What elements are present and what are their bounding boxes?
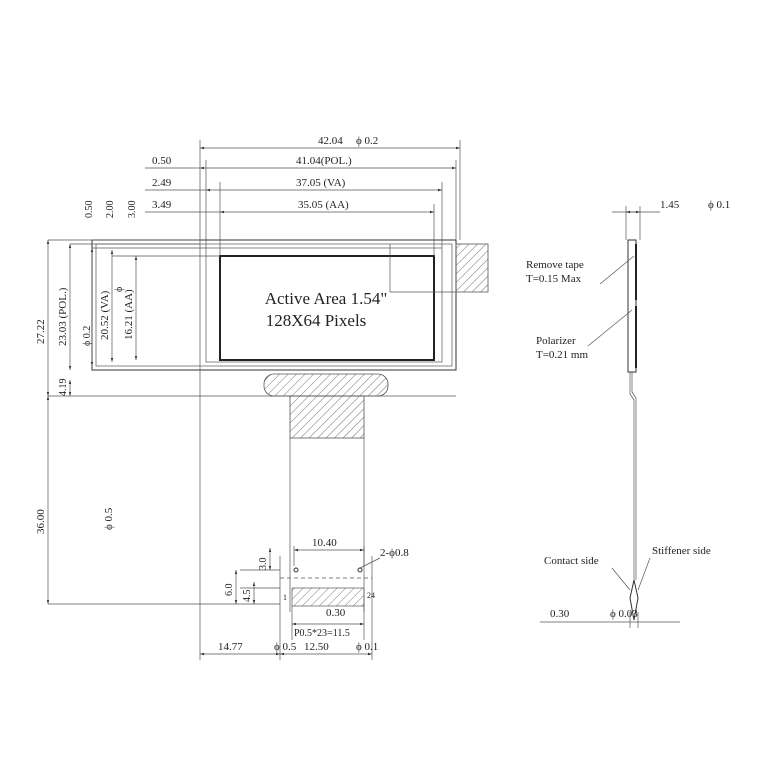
side-thickness: 1.45 bbox=[660, 199, 680, 211]
fpc-hole-left bbox=[293, 567, 299, 573]
dim-fpc-h3: 4.5 bbox=[242, 590, 253, 603]
pin-first: 1 bbox=[283, 593, 287, 602]
active-area-outline bbox=[219, 255, 435, 361]
tape-hatch bbox=[455, 243, 489, 293]
dim-fpc-h1: 3.0 bbox=[258, 558, 269, 571]
top-dimensions: 42.04 ϕ 0.2 41.04(POL.) 37.05 (VA) 35.05… bbox=[145, 135, 461, 370]
side-tape-thick: T=0.15 Max bbox=[526, 273, 582, 285]
left-dimensions: 0.50 2.00 3.00 27.22 23.03 (POL.) ϕ 0.2 … bbox=[35, 201, 280, 605]
dim-fpc-width2-tol: ϕ 0.1 bbox=[356, 641, 378, 653]
side-tape-label: Remove tape bbox=[526, 259, 584, 271]
dim-va-height: 20.52 (VA) bbox=[99, 290, 111, 340]
dim-fpc-left-tol: ϕ 0.5 bbox=[274, 641, 297, 653]
dim-height-tol-b: ϕ bbox=[114, 287, 125, 292]
viewing-area-outline bbox=[205, 247, 443, 363]
dim-total-height: 27.22 bbox=[35, 319, 47, 344]
dim-fpc-length-tol: ϕ 0.5 bbox=[103, 507, 115, 530]
dim-fpc-pitch: P0.5*23=11.5 bbox=[294, 628, 350, 639]
dim-pol-width: 41.04(POL.) bbox=[296, 155, 352, 167]
side-stiffener-label: Stiffener side bbox=[652, 545, 711, 557]
dim-total-width: 42.04 bbox=[318, 135, 343, 147]
side-polarizer-label: Polarizer bbox=[536, 335, 576, 347]
fpc-dimensions: 10.40 2-ϕ0.8 3.0 6.0 4.5 0.30 P0.5*23=11… bbox=[199, 370, 409, 660]
dim-left-off-aa: 3.00 bbox=[127, 201, 138, 219]
side-thickness-tol: ϕ 0.1 bbox=[708, 199, 730, 211]
side-contact-label: Contact side bbox=[544, 555, 599, 567]
dim-left-off-pol: 0.50 bbox=[84, 201, 95, 219]
front-view: Active Area 1.54" 128X64 Pixels 1 24 bbox=[91, 239, 489, 612]
fpc-neck bbox=[263, 373, 389, 397]
dim-fpc-holes: 2-ϕ0.8 bbox=[380, 547, 409, 559]
pin-last: 24 bbox=[367, 591, 375, 600]
fpc-pins bbox=[291, 587, 365, 607]
side-bottom-dim: 0.30 bbox=[550, 608, 570, 620]
dim-off-aa: 3.49 bbox=[152, 199, 172, 211]
dim-off-pol: 0.50 bbox=[152, 155, 172, 167]
side-view: 1.45 ϕ 0.1 Remove tape T=0.15 Max Polari… bbox=[526, 199, 730, 628]
dim-fpc-thick: 0.30 bbox=[326, 607, 346, 619]
dim-off-va: 2.49 bbox=[152, 177, 172, 189]
dim-total-width-tol: ϕ 0.2 bbox=[356, 135, 378, 147]
dim-aa-width: 35.05 (AA) bbox=[298, 199, 349, 211]
side-polarizer-thick: T=0.21 mm bbox=[536, 349, 588, 361]
dim-fpc-width: 10.40 bbox=[312, 537, 337, 549]
dim-fpc-h2: 6.0 bbox=[224, 584, 235, 597]
active-area-pixels: 128X64 Pixels bbox=[266, 311, 367, 330]
dim-aa-height: 16.21 (AA) bbox=[123, 289, 135, 340]
dim-fpc-left-offset: 14.77 bbox=[218, 641, 243, 653]
side-bottom-tol: ϕ 0.03 bbox=[610, 608, 638, 620]
fpc-hole-right bbox=[357, 567, 363, 573]
active-area-title: Active Area 1.54" bbox=[265, 289, 388, 308]
dim-tail: 4.19 bbox=[58, 379, 69, 397]
dim-fpc-width2: 12.50 bbox=[304, 641, 329, 653]
dim-va-width: 37.05 (VA) bbox=[296, 177, 346, 189]
polarizer-outline bbox=[95, 243, 453, 367]
dim-pol-height: 23.03 (POL.) bbox=[57, 287, 69, 346]
dim-fpc-length: 36.00 bbox=[35, 509, 47, 534]
dim-left-off-va: 2.00 bbox=[105, 201, 116, 219]
fpc-stiffener bbox=[289, 395, 365, 439]
dim-height-tol-a: ϕ 0.2 bbox=[82, 326, 93, 346]
